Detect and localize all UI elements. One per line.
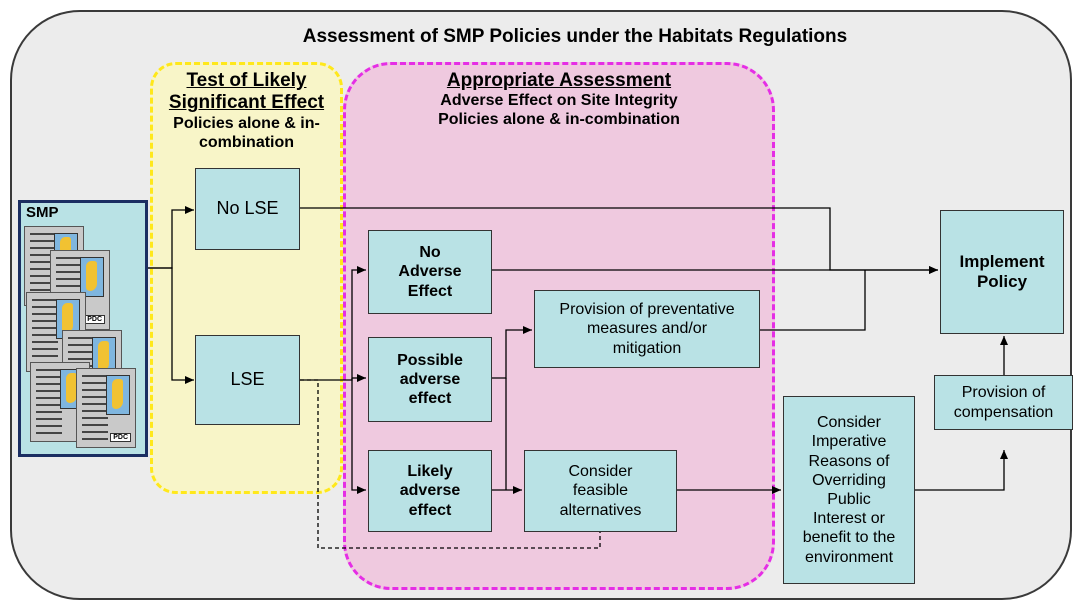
preventative-measures-box: Provision of preventative measures and/o… [534, 290, 760, 368]
preventative-line: mitigation [612, 339, 682, 357]
document-icon: PDC [76, 368, 136, 448]
iropi-line: benefit to the [802, 529, 896, 547]
aa-heading: Appropriate Assessment [446, 70, 672, 91]
possible-adverse-line: effect [408, 390, 452, 408]
no-adverse-effect-box: No Adverse Effect [368, 230, 492, 314]
no-adverse-line: Effect [407, 282, 453, 300]
connector-smp-lse [148, 267, 194, 384]
alternatives-line: Consider [568, 463, 633, 481]
compensation-line: compensation [953, 403, 1054, 421]
compensation-box: Provision of compensation [934, 375, 1073, 430]
connector-lse-likely [351, 378, 366, 494]
diagram-title: Assessment of SMP Policies under the Hab… [302, 26, 848, 47]
tle-header: Test of Likely Significant Effect Polici… [150, 70, 343, 153]
possible-adverse-line: Possible [397, 351, 463, 369]
likely-adverse-effect-box: Likely adverse effect [368, 450, 492, 532]
tle-heading-line2: Significant Effect [168, 92, 325, 114]
connector-iropi-compensation [915, 450, 1008, 491]
iropi-line: Interest or [812, 510, 885, 528]
doc-tag: PDC [110, 433, 131, 442]
likely-adverse-line: effect [408, 501, 452, 519]
iropi-line: Overriding [812, 471, 886, 489]
connector-lse-split [300, 266, 366, 381]
lse-label: LSE [230, 369, 265, 390]
smp-label: SMP [26, 204, 59, 221]
connector-preventative-implement [760, 270, 866, 331]
iropi-line: Consider [816, 414, 881, 432]
likely-adverse-line: adverse [399, 482, 461, 500]
alternatives-line: feasible [572, 482, 629, 500]
connector-possible-preventative [492, 326, 532, 379]
compensation-line: Provision of [961, 384, 1046, 402]
iropi-line: Imperative [811, 433, 887, 451]
alternatives-line: alternatives [559, 501, 642, 519]
tle-heading-line1: Test of Likely [186, 70, 307, 91]
lse-box: LSE [195, 335, 300, 425]
aa-sub-line1: Adverse Effect on Site Integrity [440, 92, 678, 110]
likely-adverse-line: Likely [407, 463, 453, 481]
implement-policy-box: Implement Policy [940, 210, 1064, 334]
connector-lse-alternatives-dashed [300, 379, 601, 549]
implement-line: Implement [959, 251, 1045, 271]
no-adverse-line: No [419, 244, 441, 262]
preventative-line: measures and/or [586, 320, 708, 338]
alternatives-box: Consider feasible alternatives [524, 450, 677, 532]
preventative-line: Provision of preventative [559, 301, 735, 319]
iropi-box: Consider Imperative Reasons of Overridin… [783, 396, 915, 584]
no-lse-label: No LSE [216, 198, 279, 219]
tle-sub-line2: combination [198, 133, 295, 151]
aa-sub-line2: Policies alone & in-combination [438, 111, 680, 129]
iropi-line: Public [827, 491, 871, 508]
tle-sub-line1: Policies alone & in- [173, 114, 320, 132]
iropi-line: Reasons of [808, 452, 890, 470]
aa-header: Appropriate Assessment Adverse Effect on… [343, 70, 775, 130]
possible-adverse-line: adverse [399, 370, 461, 388]
iropi-line: environment [804, 548, 894, 566]
no-lse-box: No LSE [195, 168, 300, 250]
connector-smp-nolse [148, 206, 194, 269]
implement-line: Policy [976, 272, 1028, 291]
possible-adverse-effect-box: Possible adverse effect [368, 337, 492, 422]
no-adverse-line: Adverse [398, 263, 462, 281]
